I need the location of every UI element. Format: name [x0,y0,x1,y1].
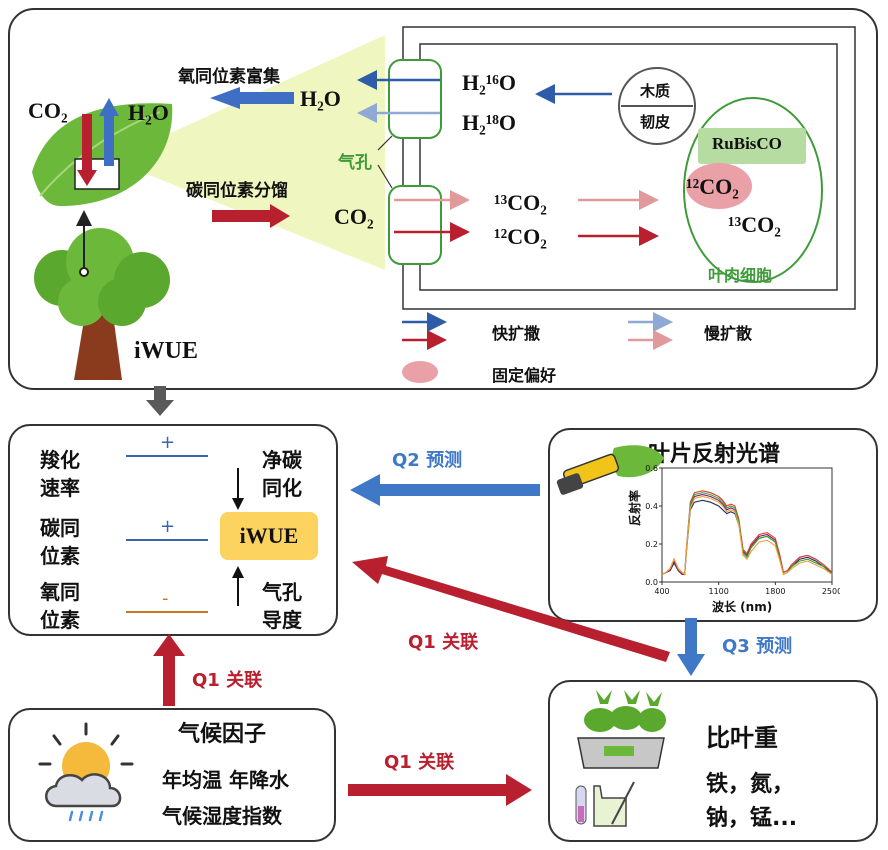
co2-in-label: CO₂ [334,204,374,229]
plot-frame [661,467,833,583]
spectrum-panel [548,428,878,622]
leaf-section-outer [402,26,856,310]
stomata-lower [388,185,442,265]
climate-line-1: 年均温 年降水 [162,768,289,792]
lma-line-1: 铁，氮， [706,772,795,797]
tree-icon [34,228,170,380]
phloem-label: 韧皮 [640,113,671,131]
x-tick-label: 400 [654,587,669,596]
net-assimilation-label-2: 同化 [262,476,302,500]
q2-arrow [350,474,540,506]
carboxylation-label-1: 羧化 [40,448,80,472]
carbon-isotope-label-2: 位素 [40,544,80,568]
stomatal-conductance-label-2: 导度 [262,608,302,632]
sign-carbon-isotope: + [160,516,176,537]
rubisco-label: RuBisCO [712,134,782,153]
lma-line-2: 钠，锰... [706,806,798,831]
sign-carboxylation: + [160,432,176,453]
legend-fixation-label: 固定偏好 [492,366,557,385]
net-assimilation-label-1: 净碳 [262,448,302,472]
c12-inner-label: ¹²CO₂ [686,174,739,199]
legend-slow-label: 慢扩散 [704,324,753,343]
down-connector-arrow [146,390,174,416]
y-tick-label: 0.4 [645,502,658,511]
stomata-label: 气孔 [338,153,372,173]
spectrum-chart: 0.0 0.2 0.4 0.6 400 1100 1800 2500 [645,464,840,596]
q3-label: Q3 预测 [722,636,793,657]
leaf-icon [32,103,173,206]
carbon-isotope-label-1: 碳同 [40,516,80,540]
xylem-label: 木质 [640,82,671,100]
y-tick-label: 0.6 [645,464,658,473]
c12-outer-label: ¹²CO₂ [494,224,547,249]
oxygen-isotope-label-2: 位素 [40,608,80,632]
iwue-center-badge: iWUE [220,512,318,560]
c13-inner-label: ¹³CO₂ [728,212,781,237]
h2o-16-label: H₂¹⁶O [462,70,517,95]
c13-outer-label: ¹³CO₂ [494,190,547,215]
iwue-relations [126,455,244,613]
mechanism-diagram [32,26,856,396]
leaf-section-inner [419,43,838,291]
x-tick-label: 2500 [822,587,840,596]
carboxylation-label-2: 速率 [40,476,80,500]
q1-diagonal-arrow [352,556,670,662]
sign-oxygen-isotope: - [162,588,169,609]
q3-arrow [677,618,705,676]
x-tick-label: 1100 [708,587,728,596]
weather-icon [38,722,134,822]
oxygen-enrichment-arrow [210,87,294,109]
mesophyll-label: 叶肉细胞 [708,266,773,285]
oxygen-isotope-label-1: 氧同 [40,580,80,604]
spectrum-xlabel: 波长 (nm) [712,600,773,614]
q1-vertical-arrow [153,634,185,706]
light-cone [112,35,385,270]
rubisco-box [698,128,806,164]
tree-iwue-label: iWUE [134,338,199,364]
climate-title: 气候因子 [178,722,267,747]
spectrum-title: 叶片反射光谱 [648,442,781,467]
x-tick-label: 1800 [765,587,785,596]
q1-vertical-label: Q1 关联 [192,670,263,691]
lma-title: 比叶重 [706,724,778,752]
q2-label: Q2 预测 [392,450,463,471]
h2o-out-label: H₂O [300,86,341,111]
h2o-18-label: H₂¹⁸O [462,110,517,135]
stomatal-conductance-label-1: 气孔 [262,580,302,604]
q1-horizontal-label: Q1 关联 [384,752,455,773]
legend-fast-label: 快扩撒 [492,324,541,343]
y-tick-label: 0.2 [645,540,658,549]
oxygen-enrichment-label: 氧同位素富集 [178,67,280,87]
leaf-co2-label: CO₂ [28,98,68,123]
climate-line-2: 气候湿度指数 [162,804,282,828]
legend-fixation-blob [402,361,438,383]
balance-and-beaker-icon [575,690,666,827]
spectrum-series-line [661,495,833,576]
q1-diagonal-label: Q1 关联 [408,632,479,653]
y-tick-label: 0.0 [645,578,658,587]
spectrometer-icon [556,445,664,495]
q1-horizontal-arrow [348,774,532,806]
carbon-fractionation-label: 碳同位素分馏 [186,181,288,201]
leaf-h2o-label: H₂O [128,100,169,125]
carbon-fractionation-arrow [212,204,290,228]
climate-panel [8,708,336,842]
fixation-preference-blob [686,163,752,209]
